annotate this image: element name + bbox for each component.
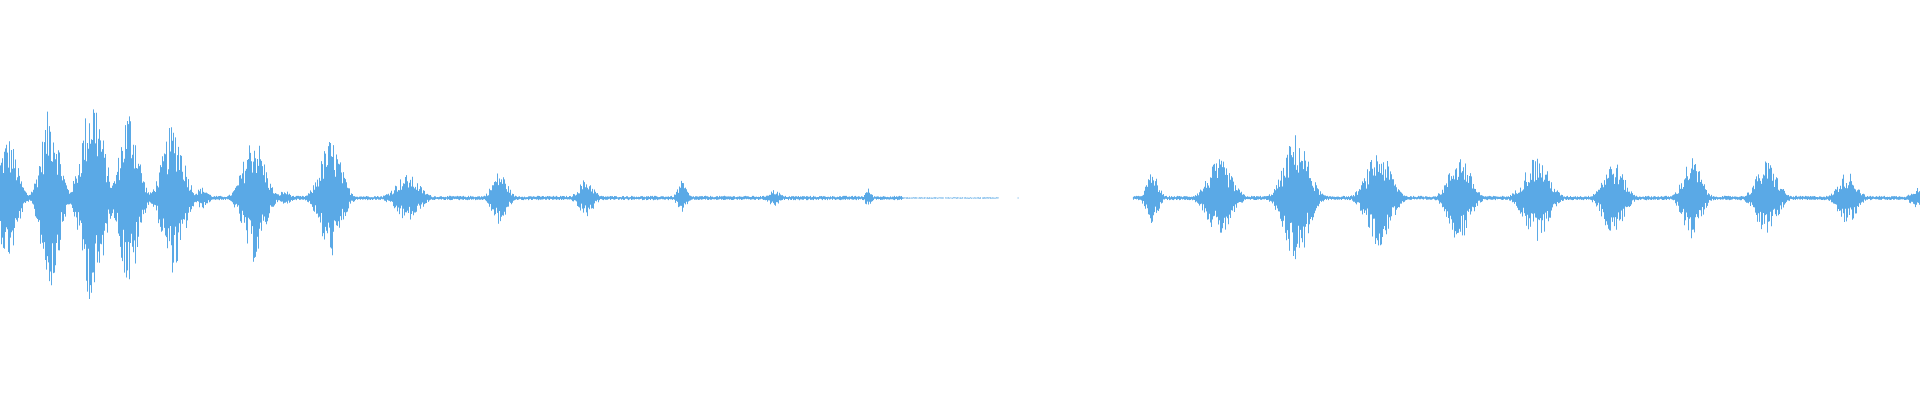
waveform-quiet-sample [940,197,942,199]
waveform-samples [0,109,1920,299]
waveform-quiet-sample [913,197,915,199]
waveform-quiet-sample [1017,197,1019,199]
waveform-quiet-sample [983,197,984,199]
waveform-quiet-sample [963,197,965,199]
